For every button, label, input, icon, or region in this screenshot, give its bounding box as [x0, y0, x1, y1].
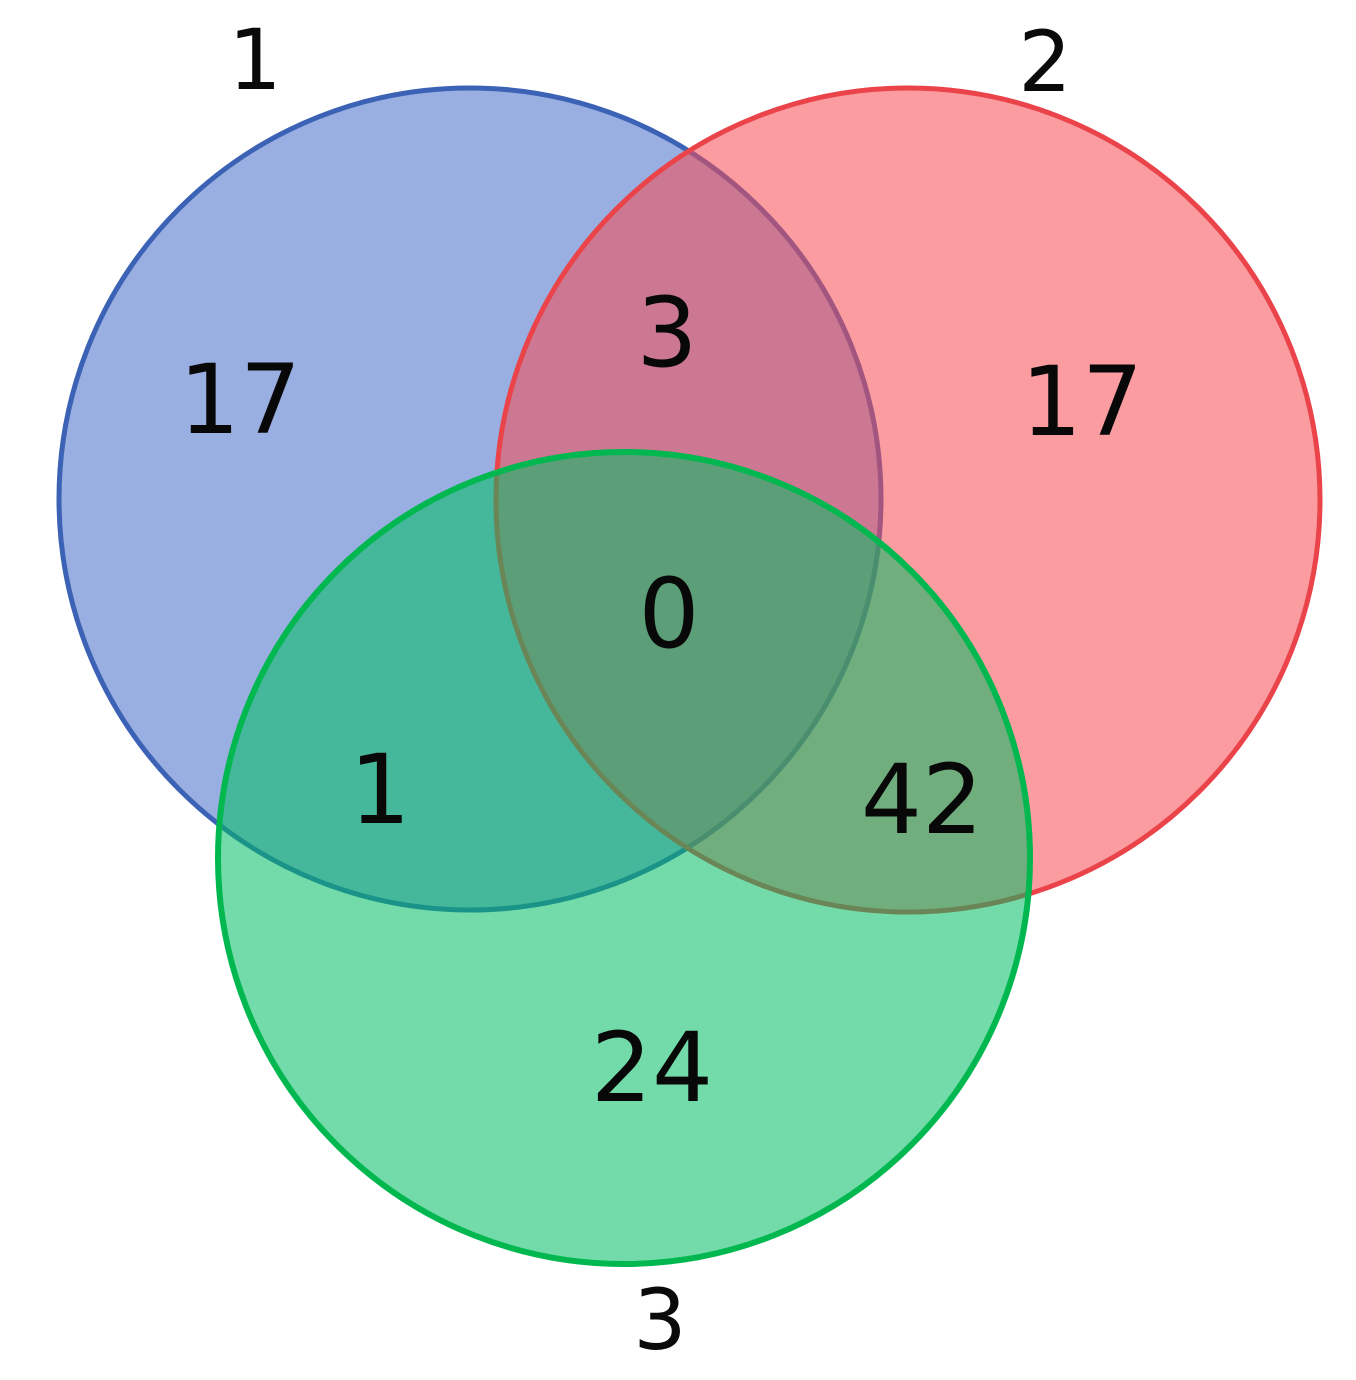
- venn-set-labels-group: 1 2 3: [228, 11, 1071, 1369]
- venn-set-label-1: 1: [228, 11, 281, 109]
- venn-set-label-2: 2: [1018, 13, 1071, 111]
- venn-region-labels-group: 17 3 17 0 1 42 24: [179, 277, 1143, 1124]
- venn-circles-group: [56, 85, 1323, 1267]
- venn-region-1-and-3-count: 1: [349, 734, 410, 846]
- venn-region-only-1-count: 17: [179, 344, 301, 456]
- venn-region-1-and-2-count: 3: [636, 277, 697, 389]
- venn-region-all-three-count: 0: [638, 558, 699, 670]
- venn-set-label-3: 3: [633, 1271, 686, 1369]
- venn-region-only-3-count: 24: [591, 1012, 713, 1124]
- venn-region-only-2-count: 17: [1021, 346, 1143, 458]
- venn-region-2-and-3-count: 42: [861, 744, 983, 856]
- venn-circle-set3[interactable]: [215, 449, 1033, 1267]
